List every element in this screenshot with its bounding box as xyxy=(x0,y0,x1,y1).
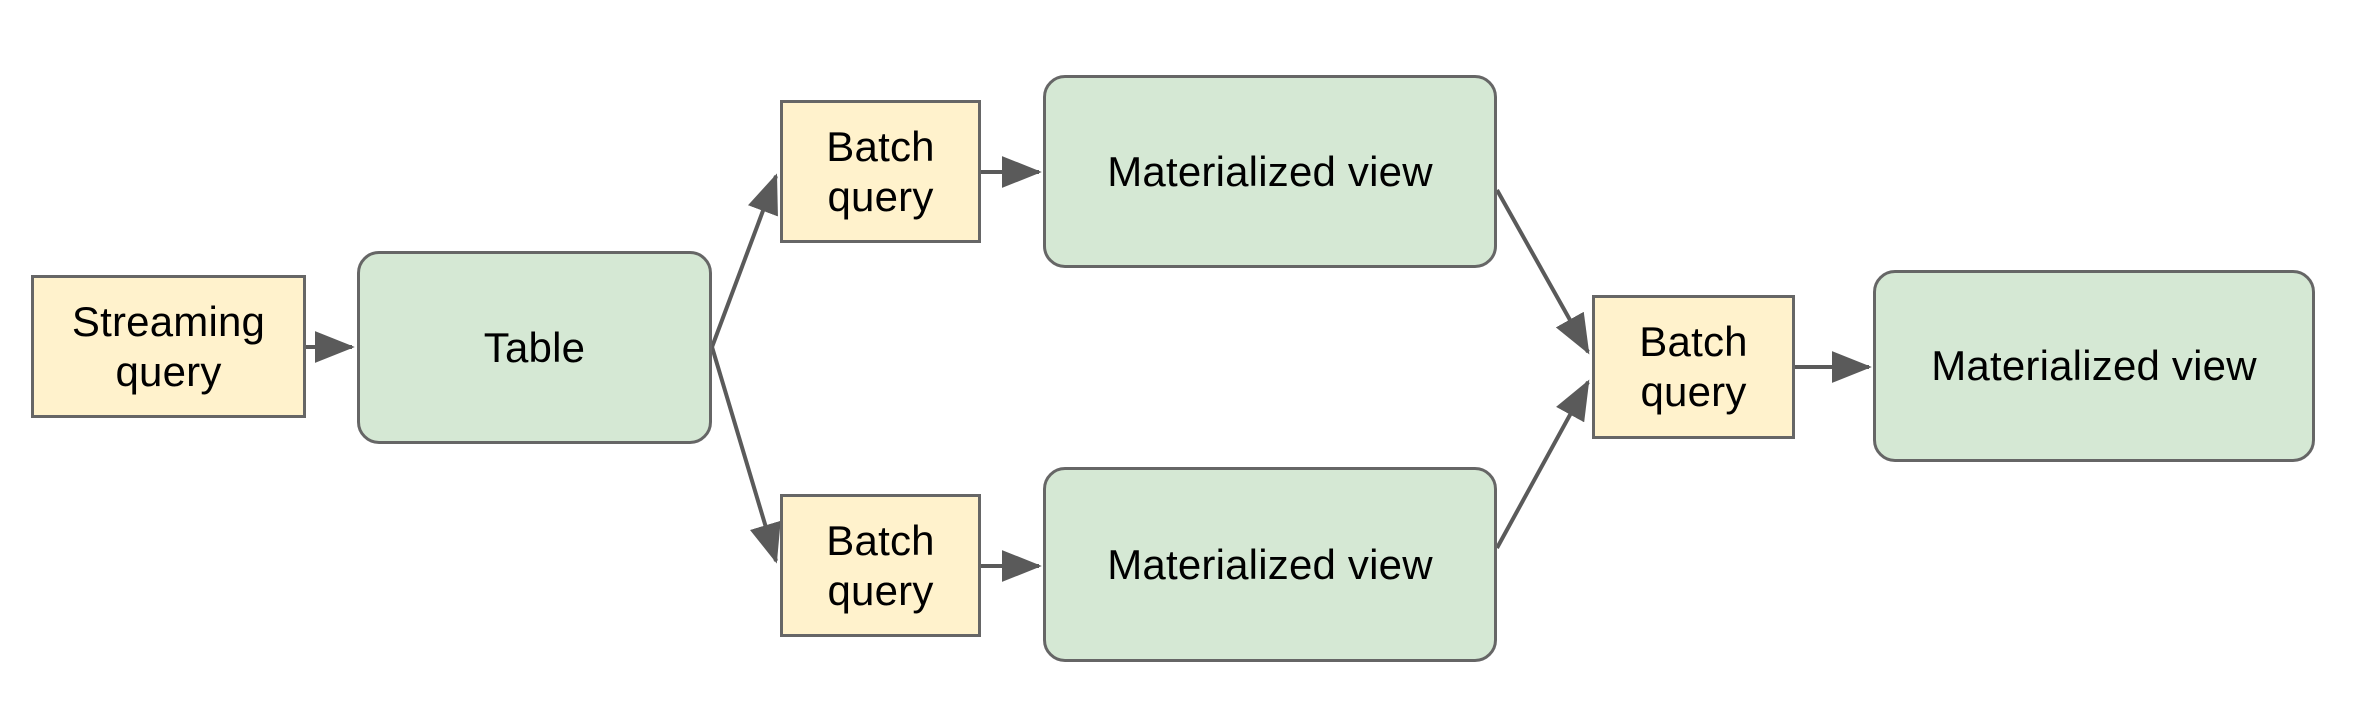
node-table-label: Table xyxy=(483,323,586,371)
node-materialized-view-top-label: Materialized view xyxy=(1107,147,1433,195)
node-table[interactable]: Table xyxy=(357,251,712,444)
node-batch-query-merge[interactable]: Batch query xyxy=(1592,295,1795,439)
node-materialized-view-top[interactable]: Materialized view xyxy=(1043,75,1497,268)
edge-materialized-view-top-to-batch-query-merge xyxy=(1495,189,1590,355)
node-streaming-query[interactable]: Streaming query xyxy=(31,275,306,418)
node-batch-query-bottom[interactable]: Batch query xyxy=(780,494,981,637)
node-materialized-view-final-label: Materialized view xyxy=(1931,342,2257,390)
node-materialized-view-bottom[interactable]: Materialized view xyxy=(1043,467,1497,662)
node-batch-query-merge-label: Batch query xyxy=(1639,318,1748,415)
node-streaming-query-label: Streaming query xyxy=(71,297,266,395)
edge-materialized-view-bottom-to-batch-query-merge xyxy=(1495,379,1590,549)
node-batch-query-bottom-label: Batch query xyxy=(826,516,935,614)
edge-table-to-batch-query-top xyxy=(710,173,778,348)
node-batch-query-top[interactable]: Batch query xyxy=(780,100,981,243)
node-batch-query-top-label: Batch query xyxy=(826,122,935,220)
node-materialized-view-bottom-label: Materialized view xyxy=(1107,540,1433,588)
edge-table-to-batch-query-bottom xyxy=(710,346,781,564)
node-materialized-view-final[interactable]: Materialized view xyxy=(1873,270,2315,462)
